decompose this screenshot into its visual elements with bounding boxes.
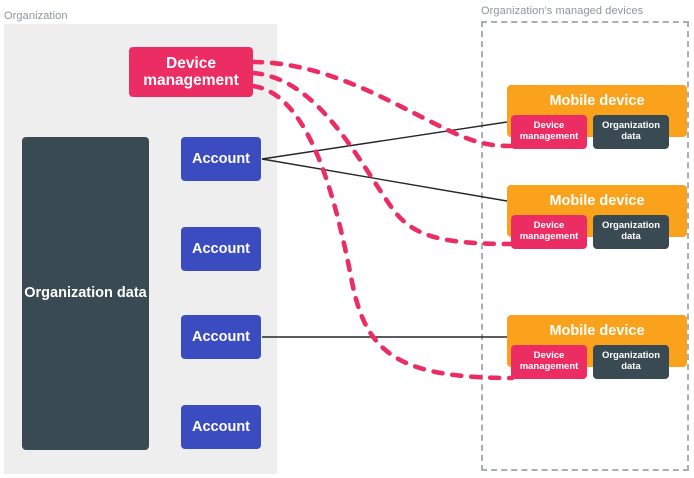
org-organization-data-label: Organization data xyxy=(24,285,147,302)
account-label-1: Account xyxy=(192,150,250,167)
dashed-link-devmgmt-device3 xyxy=(250,83,515,381)
account-box-2[interactable]: Account xyxy=(181,227,261,271)
mobile-device-card-3[interactable]: Mobile device Device management Organiza… xyxy=(507,315,687,379)
device-1-organization-data-chip[interactable]: Organization data xyxy=(593,115,669,149)
account-label-2: Account xyxy=(192,240,250,257)
mobile-device-title-3: Mobile device xyxy=(549,323,645,339)
org-device-management-label: Device management xyxy=(143,54,239,89)
account-box-4[interactable]: Account xyxy=(181,405,261,449)
device-1-organization-data-label: Organization data xyxy=(601,120,661,142)
device-1-device-management-label: Device management xyxy=(519,120,579,142)
managed-devices-group-label: Organization's managed devices xyxy=(481,5,644,17)
device-2-device-management-label: Device management xyxy=(519,220,579,242)
device-2-organization-data-chip[interactable]: Organization data xyxy=(593,215,669,249)
device-2-organization-data-label: Organization data xyxy=(601,220,661,242)
org-organization-data-box[interactable]: Organization data xyxy=(22,137,149,450)
device-1-device-management-chip[interactable]: Device management xyxy=(511,115,587,149)
device-2-device-management-chip[interactable]: Device management xyxy=(511,215,587,249)
account-label-4: Account xyxy=(192,418,250,435)
mobile-device-title-1: Mobile device xyxy=(549,93,645,109)
link-account1-device1 xyxy=(261,121,508,160)
mobile-device-card-1[interactable]: Mobile device Device management Organiza… xyxy=(507,85,687,149)
device-3-organization-data-label: Organization data xyxy=(601,350,661,372)
link-account1-device2 xyxy=(261,158,508,202)
device-3-device-management-chip[interactable]: Device management xyxy=(511,345,587,379)
organization-group-label: Organization xyxy=(4,10,68,22)
mobile-device-card-2[interactable]: Mobile device Device management Organiza… xyxy=(507,185,687,249)
device-3-device-management-label: Device management xyxy=(519,350,579,372)
account-box-1[interactable]: Account xyxy=(181,137,261,181)
device-3-organization-data-chip[interactable]: Organization data xyxy=(593,345,669,379)
dashed-link-devmgmt-device2 xyxy=(250,70,515,247)
account-box-3[interactable]: Account xyxy=(181,315,261,359)
dashed-link-devmgmt-device1 xyxy=(250,59,515,149)
account-label-3: Account xyxy=(192,328,250,345)
org-device-management-box[interactable]: Device management xyxy=(129,47,253,97)
mobile-device-title-2: Mobile device xyxy=(549,193,645,209)
